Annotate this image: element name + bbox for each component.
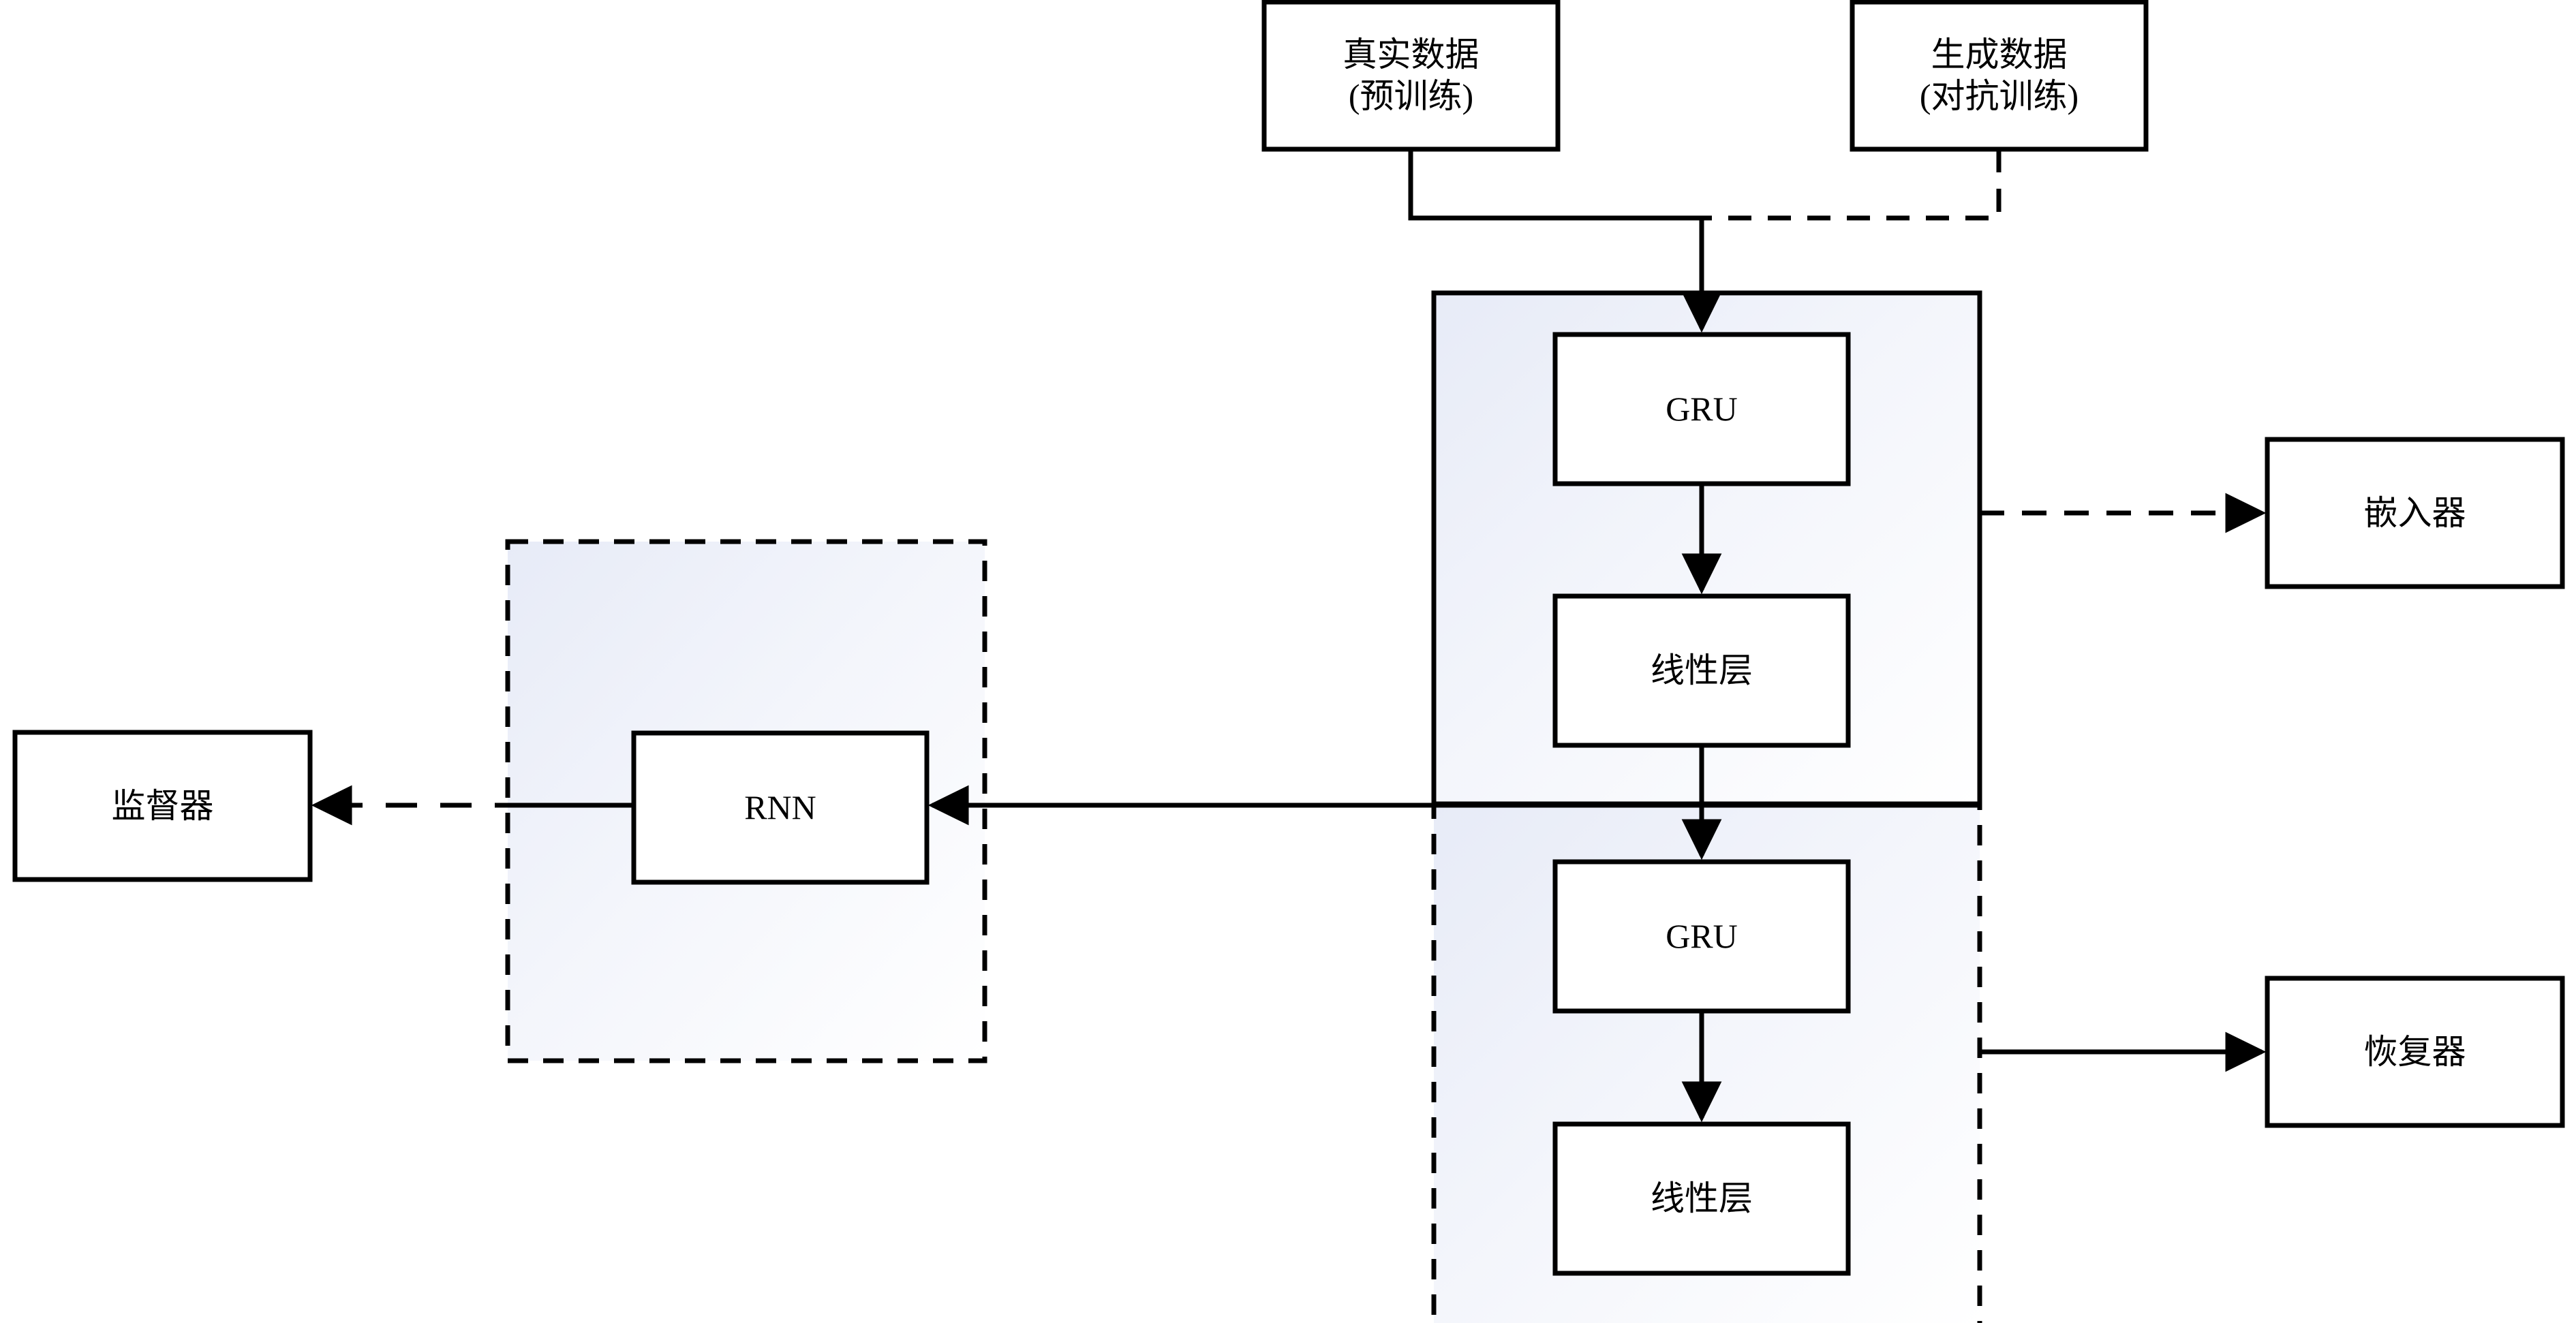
linear-top-box[interactable] — [1552, 593, 1851, 748]
generated-data-connector — [1709, 149, 2002, 221]
embedder-box[interactable] — [2265, 437, 2565, 589]
gru-bottom-box[interactable] — [1552, 859, 1851, 1014]
real-data-connector — [1408, 149, 1546, 221]
real-data-box[interactable] — [1261, 0, 1561, 152]
recovery-box[interactable] — [2265, 976, 2565, 1128]
supervisor-box[interactable] — [12, 730, 313, 882]
linear-bottom-box[interactable] — [1552, 1121, 1851, 1276]
generated-data-box[interactable] — [1850, 0, 2149, 152]
rnn-box[interactable] — [631, 730, 930, 885]
gru-top-box[interactable] — [1552, 332, 1851, 486]
